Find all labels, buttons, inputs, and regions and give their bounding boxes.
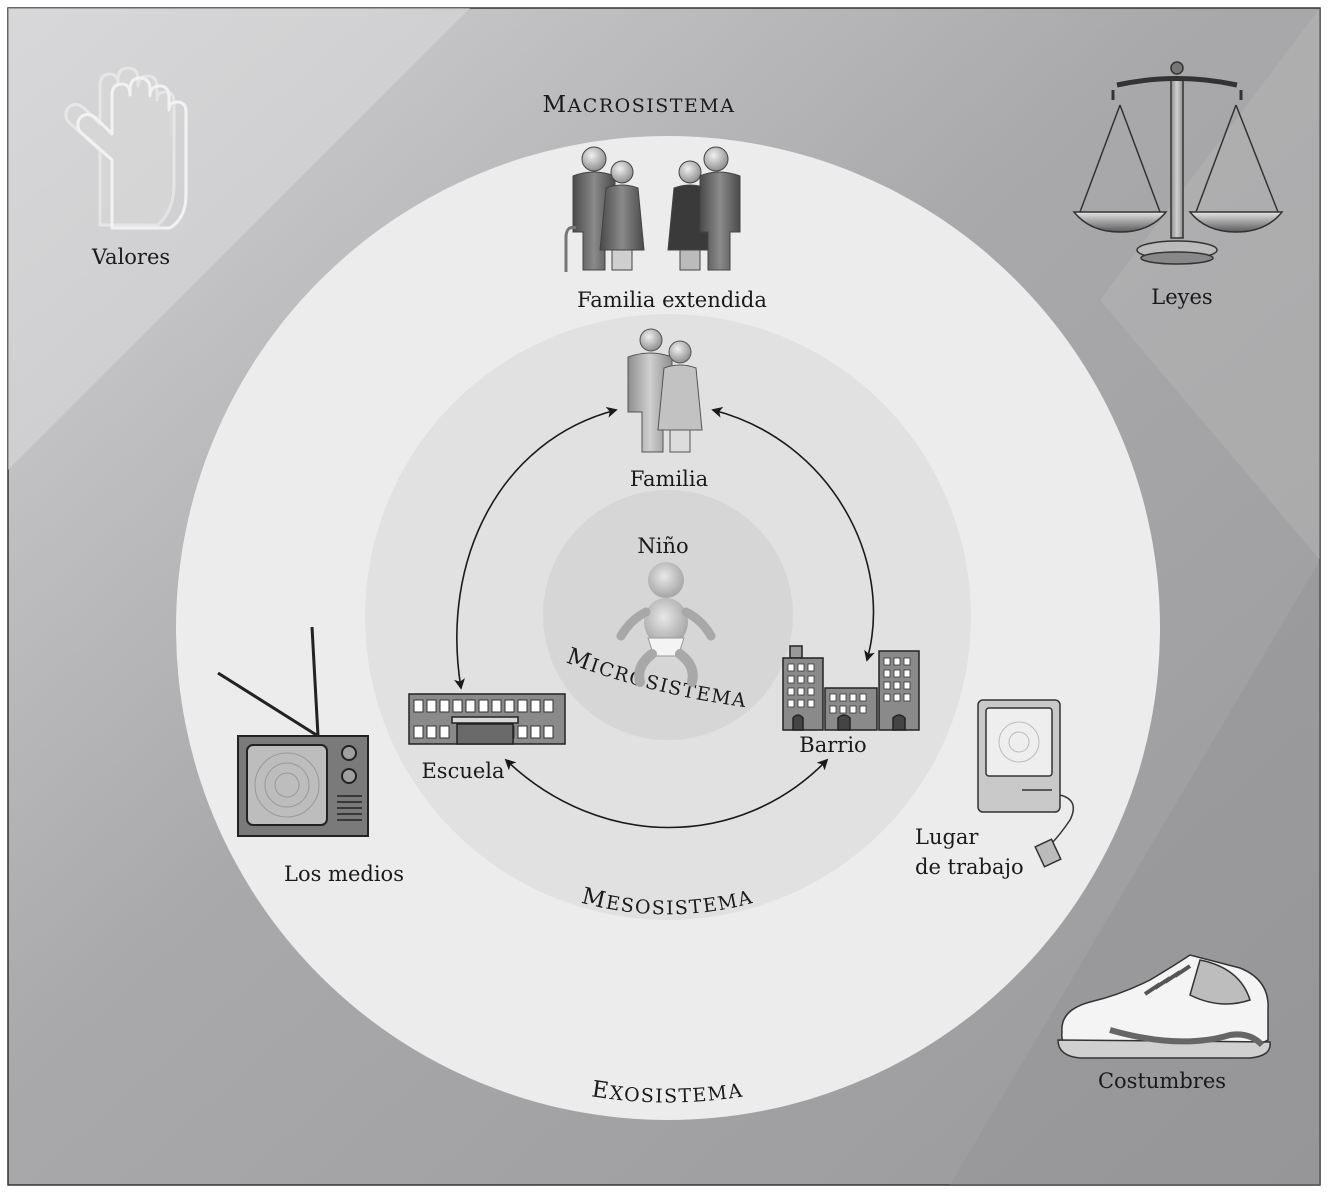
hand-icon (64, 66, 188, 230)
family-icon (627, 328, 703, 453)
extended-family-label: Familia extendida (577, 288, 767, 312)
laws-label: Leyes (1151, 285, 1212, 309)
customs-label: Costumbres (1098, 1069, 1226, 1093)
school-label: Escuela (421, 759, 504, 783)
arrow-school-neighborhood (504, 758, 829, 829)
workplace-label-line2: de trabajo (915, 855, 1024, 879)
workplace-label: Lugar (915, 825, 979, 849)
relationship-arrows (454, 406, 875, 829)
baby-icon (616, 562, 716, 687)
neighborhood-label: Barrio (799, 733, 866, 757)
sneaker-icon (1057, 954, 1271, 1059)
media-label: Los medios (284, 862, 404, 886)
child-label: Niño (637, 534, 688, 558)
extended-family-icon (564, 146, 741, 272)
scales-icon (1072, 61, 1284, 265)
arrow-family-school (454, 406, 618, 690)
macrosystem-title: MACROSISTEMA (543, 92, 736, 118)
computer-icon (977, 699, 1075, 868)
school-building-icon (408, 693, 566, 745)
television-icon (217, 626, 369, 837)
values-label: Valores (91, 245, 170, 269)
family-label: Familia (630, 467, 708, 491)
city-buildings-icon (782, 645, 920, 731)
arrow-family-neighborhood (711, 406, 875, 662)
exosystem-title: EXOSISTEMA (590, 1076, 745, 1107)
